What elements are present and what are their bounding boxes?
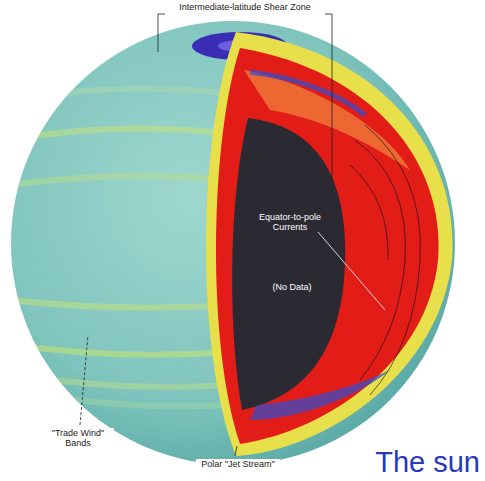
sun-sphere: [11, 21, 455, 465]
upper-band: [250, 72, 365, 115]
callout-label: "Trade Wind" Bands: [42, 428, 114, 448]
callout-label: Equator-to-pole Currents: [250, 212, 330, 232]
caption: The sun: [375, 446, 480, 478]
leader-lines: [80, 14, 385, 456]
surface-bands: [10, 89, 240, 407]
flow-lines: [350, 125, 420, 395]
convection-zone: [216, 48, 439, 444]
callout-label: (No Data): [262, 282, 322, 292]
cut-face: [206, 32, 453, 456]
callout-label: Intermediate-latitude Shear Zone: [166, 2, 324, 12]
radiative-core: [232, 118, 345, 410]
callout-label: Polar "Jet Stream": [196, 459, 280, 469]
